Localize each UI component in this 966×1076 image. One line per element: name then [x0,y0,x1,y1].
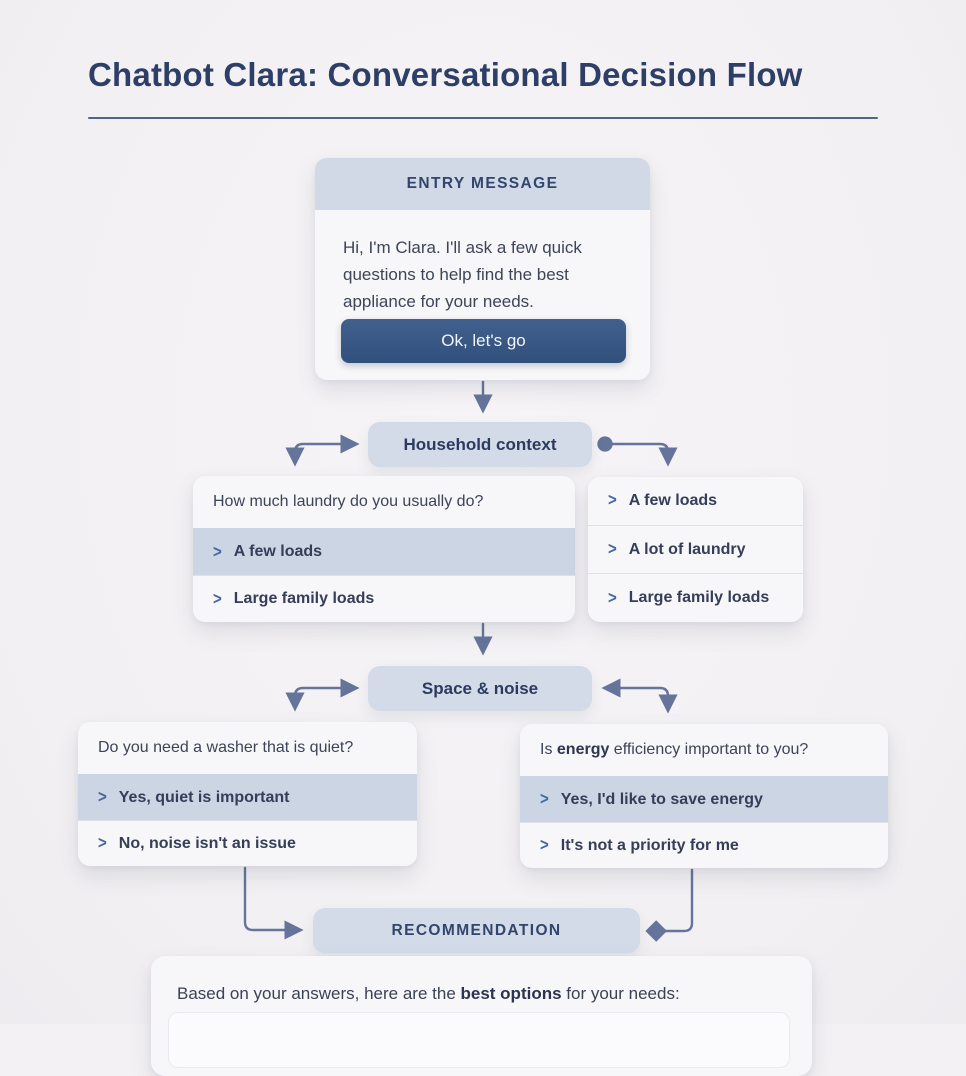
node-recommendation: RECOMMENDATION [313,908,640,953]
chevron-right-icon: > [213,589,222,609]
option-large-family-loads[interactable]: > Large family loads [193,575,575,622]
recommendation-result-card: Based on your answers, here are the best… [151,956,812,1076]
chevron-right-icon: > [608,539,617,560]
entry-message-text: Hi, I'm Clara. I'll ask a few quick ques… [343,238,582,311]
chevron-right-icon: > [608,491,617,511]
chevron-right-icon: > [98,787,107,808]
option-label: Large family loads [628,589,770,607]
chevron-right-icon: > [98,833,107,854]
quiet-question-box: Do you need a washer that is quiet? > Ye… [78,722,417,866]
page-title: Chatbot Clara: Conversational Decision F… [88,56,803,93]
option-label: Yes, I'd like to save energy [560,790,763,808]
laundry-options-box: > A few loads > A lot of laundry > Large… [588,477,803,622]
quiet-question-text: Do you need a washer that is quiet? [98,739,354,756]
laundry-question-box: How much laundry do you usually do? > A … [193,476,575,622]
recommendation-placeholder [168,1012,790,1068]
option-label: A few loads [233,543,323,560]
laundry-question-text: How much laundry do you usually do? [213,493,484,510]
entry-message-header: ENTRY MESSAGE [315,158,650,210]
connector-household-left [285,434,360,467]
option-large-family-loads[interactable]: > Large family loads [588,573,803,622]
connector-space-left [285,678,360,712]
option-label: A few loads [628,491,718,509]
option-label: It's not a priority for me [560,836,739,854]
connector-energy-to-recommendation [645,868,694,942]
option-a-few-loads[interactable]: > A few loads [588,477,803,525]
recommendation-result-text: Based on your answers, here are the best… [177,984,680,1003]
title-divider [88,117,878,119]
option-yes-save-energy[interactable]: > Yes, I'd like to save energy [520,776,888,822]
chevron-right-icon: > [540,835,549,856]
chevron-right-icon: > [608,588,617,608]
chevron-right-icon: > [540,789,549,810]
energy-question-box: Is energy efficiency important to you? >… [520,724,888,868]
option-label: Large family loads [233,590,375,607]
option-label: A lot of laundry [628,540,746,558]
option-label: No, noise isn't an issue [118,834,296,852]
node-household-context: Household context [368,422,592,467]
chevron-right-icon: > [213,542,222,562]
option-label: Yes, quiet is important [118,788,290,806]
entry-message-card: ENTRY MESSAGE Hi, I'm Clara. I'll ask a … [315,158,650,380]
node-space-noise: Space & noise [368,666,592,711]
option-yes-quiet-important[interactable]: > Yes, quiet is important [78,774,417,820]
energy-question-text: Is energy efficiency important to you? [540,741,809,758]
connector-space-right [601,678,678,714]
option-a-lot-of-laundry[interactable]: > A lot of laundry [588,524,803,574]
connector-quiet-to-recommendation [243,866,304,940]
option-not-a-priority[interactable]: > It's not a priority for me [520,822,888,868]
connector-household-right [597,436,678,467]
option-a-few-loads[interactable]: > A few loads [193,528,575,575]
ok-lets-go-button[interactable]: Ok, let's go [341,319,626,363]
option-no-noise-not-issue[interactable]: > No, noise isn't an issue [78,820,417,866]
